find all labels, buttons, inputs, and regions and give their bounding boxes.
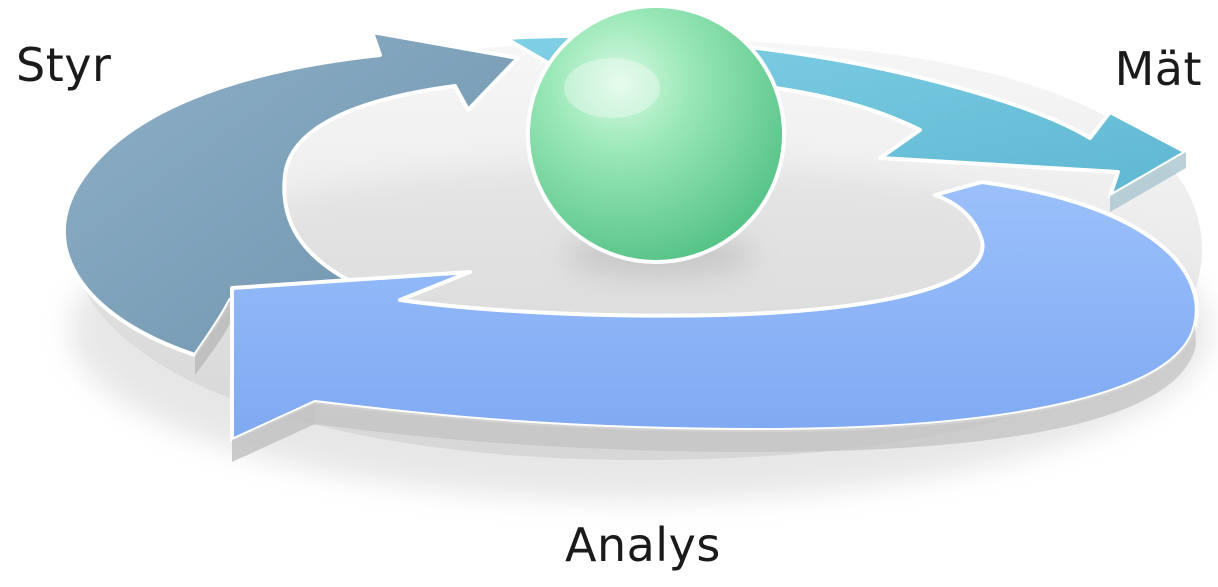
label-mat: Mät xyxy=(1114,42,1202,96)
styr-arrow xyxy=(62,30,520,357)
center-sphere xyxy=(526,4,786,264)
analys-arrow-tip-edge xyxy=(232,402,315,462)
sphere-highlight xyxy=(564,58,660,118)
label-analys: Analys xyxy=(565,518,721,572)
styr-arrow-edge xyxy=(195,300,232,375)
mat-arrow-edge xyxy=(1110,152,1186,212)
analys-arrow-edge xyxy=(315,325,1196,452)
label-styr: Styr xyxy=(16,38,112,92)
